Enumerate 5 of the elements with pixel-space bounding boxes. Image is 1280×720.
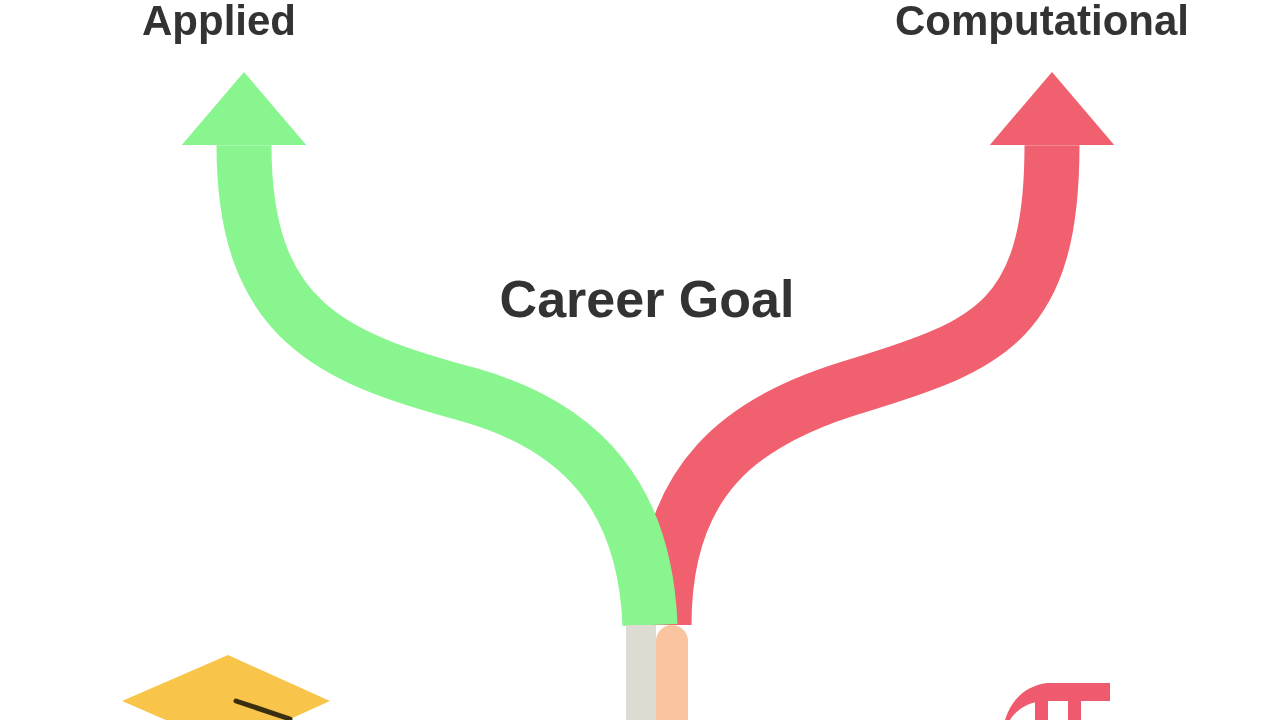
curved-arrow: [181, 72, 678, 628]
stem-bar: [626, 625, 688, 720]
branch-label: Applied: [142, 0, 296, 42]
branch-label: Computational: [895, 0, 1189, 42]
center-label: Career Goal: [499, 273, 795, 325]
